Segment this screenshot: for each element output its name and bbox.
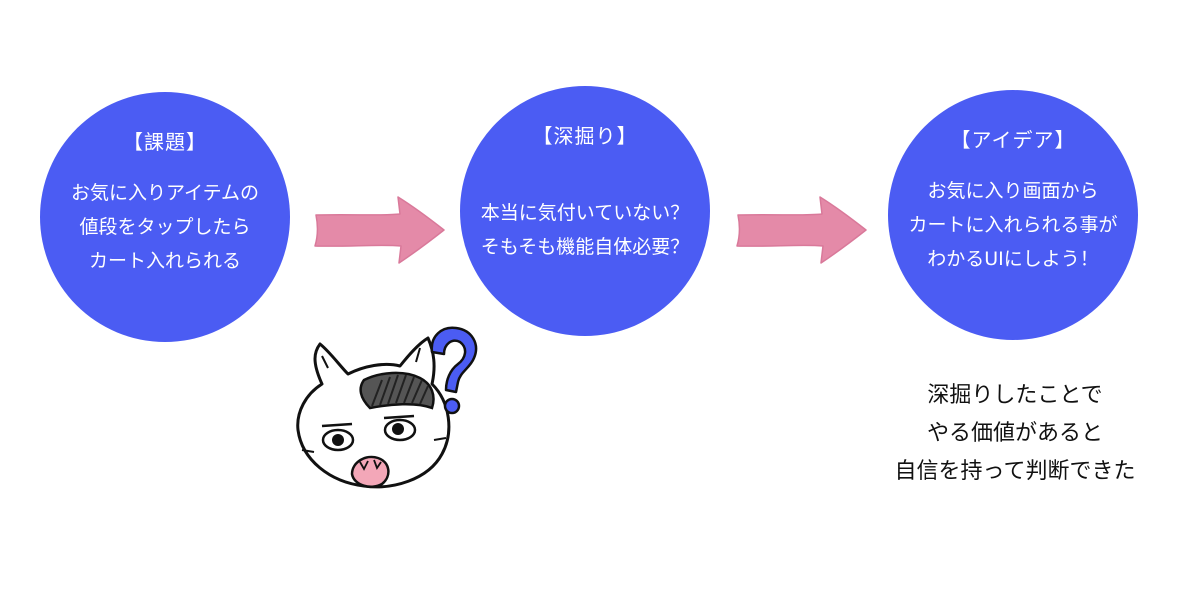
step-body: 本当に気付いていない？ そもそも機能自体必要？ xyxy=(460,196,710,264)
step-title: 【深掘り】 xyxy=(460,120,710,149)
step-line: わかるUIにしよう！ xyxy=(888,242,1138,276)
step-line: 本当に気付いていない？ xyxy=(460,196,710,230)
conclusion-line: やる価値があると xyxy=(860,415,1170,453)
step-line: カート入れられる xyxy=(40,244,290,278)
step-circle-problem: 【課題】 お気に入りアイテムの 値段をタップしたら カート入れられる xyxy=(40,92,290,342)
step-line: 値段をタップしたら xyxy=(40,210,290,244)
step-line: そもそも機能自体必要？ xyxy=(460,230,710,264)
step-title: 【課題】 xyxy=(40,126,290,155)
step-circle-deep-dive: 【深掘り】 本当に気付いていない？ そもそも機能自体必要？ xyxy=(460,86,710,336)
step-circle-idea: 【アイデア】 お気に入り画面から カートに入れられる事が わかるUIにしよう！ xyxy=(888,90,1138,340)
step-title: 【アイデア】 xyxy=(888,124,1138,153)
step-line: お気に入りアイテムの xyxy=(40,176,290,210)
step-line: カートに入れられる事が xyxy=(888,208,1138,242)
step-body: お気に入り画面から カートに入れられる事が わかるUIにしよう！ xyxy=(888,174,1138,276)
arrow-right-icon xyxy=(312,193,448,267)
conclusion-line: 深掘りしたことで xyxy=(860,377,1170,415)
step-line: お気に入り画面から xyxy=(888,174,1138,208)
arrow-right-icon xyxy=(734,193,870,267)
confused-cat-icon xyxy=(282,322,492,512)
conclusion-text: 深掘りしたことで やる価値があると 自信を持って判断できた xyxy=(860,377,1170,491)
conclusion-line: 自信を持って判断できた xyxy=(860,453,1170,491)
step-body: お気に入りアイテムの 値段をタップしたら カート入れられる xyxy=(40,176,290,278)
